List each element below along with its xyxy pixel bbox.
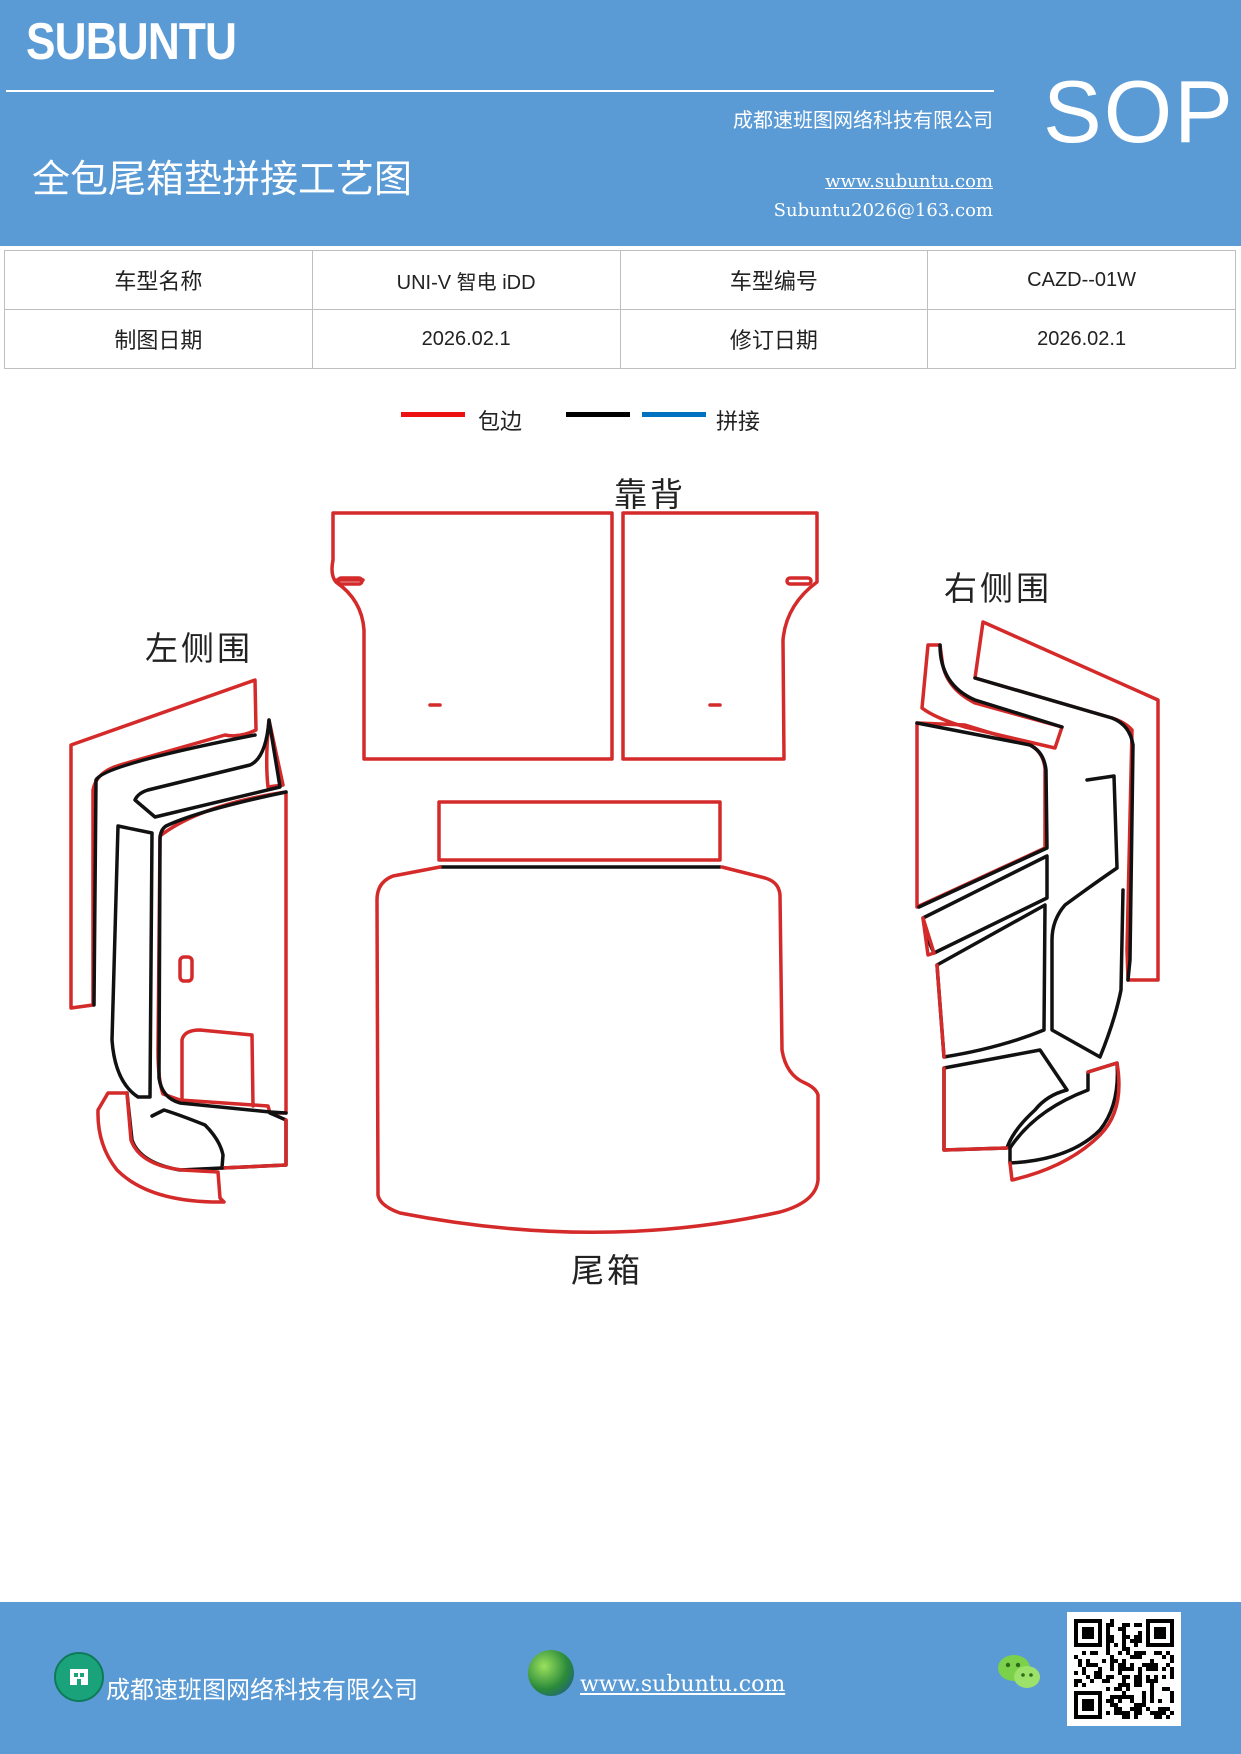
- table-cell: 2026.02.1: [927, 309, 1236, 369]
- legend-label-edge: 包边: [478, 410, 523, 435]
- legend: 包边 拼接: [0, 402, 1241, 442]
- label-right-side: 右侧围: [944, 569, 1052, 608]
- legend-swatch-edge: [401, 412, 465, 417]
- table-row: 车型名称 UNI-V 智电 iDD 车型编号 CAZD--01W: [4, 250, 1236, 310]
- header-website-link[interactable]: www.subuntu.com: [825, 171, 993, 192]
- table-cell: 修订日期: [619, 309, 929, 369]
- header-divider: [6, 90, 994, 92]
- legend-swatch-black: [566, 412, 630, 417]
- table-cell: 车型编号: [619, 250, 929, 310]
- left-side-pieces: [69, 678, 288, 1204]
- sop-badge: SOP: [1043, 62, 1235, 161]
- building-icon: [54, 1652, 104, 1702]
- table-row: 制图日期 2026.02.1 修订日期 2026.02.1: [4, 309, 1236, 369]
- qr-code-icon: [1067, 1612, 1181, 1726]
- backrest-pieces: [330, 511, 819, 761]
- table-cell: 制图日期: [4, 309, 313, 369]
- header-email[interactable]: Subuntu2026@163.com: [773, 200, 993, 221]
- globe-icon: [528, 1650, 574, 1696]
- header-company: 成都速班图网络科技有限公司: [733, 108, 993, 132]
- table-cell: 2026.02.1: [311, 309, 621, 369]
- brand-logo: SUBUNTU: [26, 13, 237, 71]
- wechat-icon[interactable]: [996, 1652, 1044, 1692]
- header-banner: SUBUNTU 成都速班图网络科技有限公司 全包尾箱垫拼接工艺图 www.sub…: [0, 0, 1241, 246]
- trunk-pieces: [375, 800, 820, 1234]
- footer-company: 成都速班图网络科技有限公司: [106, 1676, 418, 1704]
- vehicle-info-table: 车型名称 UNI-V 智电 iDD 车型编号 CAZD--01W 制图日期 20…: [4, 250, 1236, 369]
- label-trunk: 尾箱: [571, 1251, 643, 1290]
- footer-banner: 成都速班图网络科技有限公司 www.subuntu.com: [0, 1602, 1241, 1754]
- right-side-pieces: [915, 620, 1160, 1182]
- label-left-side: 左侧围: [145, 629, 253, 668]
- label-backrest: 靠背: [614, 475, 686, 514]
- table-cell: UNI-V 智电 iDD: [311, 250, 621, 310]
- footer-website-link[interactable]: www.subuntu.com: [580, 1672, 786, 1697]
- table-cell: CAZD--01W: [927, 250, 1236, 310]
- page-title: 全包尾箱垫拼接工艺图: [32, 157, 413, 201]
- table-cell: 车型名称: [4, 250, 313, 310]
- legend-swatch-seam: [642, 412, 706, 417]
- legend-label-seam: 拼接: [716, 410, 761, 435]
